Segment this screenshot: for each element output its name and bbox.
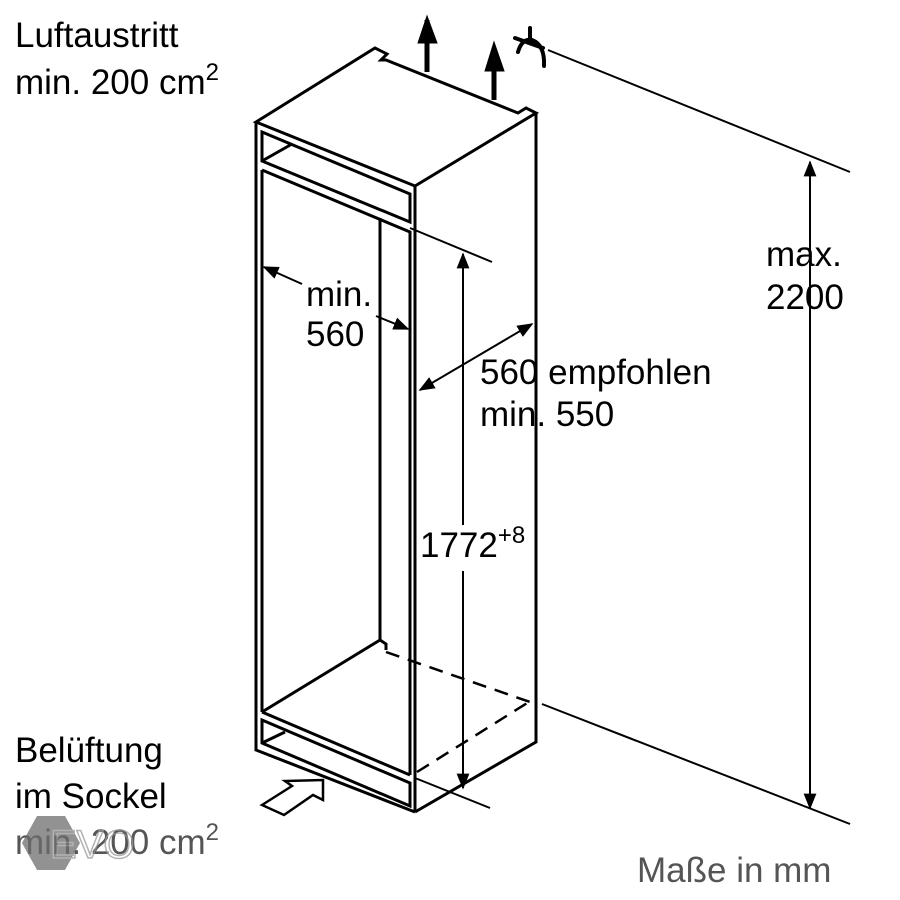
- depth-recommended: 560 empfohlen: [480, 353, 712, 392]
- niche-height-label: 1772+8: [420, 522, 526, 571]
- max-height-value: 2200: [766, 278, 844, 317]
- width-value: 560: [306, 315, 365, 354]
- ventilation-location: im Sockel: [15, 777, 167, 816]
- extension-line: [409, 227, 493, 263]
- air-outlet-area: min. 200 cm: [15, 63, 206, 102]
- dimension-width-left: [262, 266, 303, 285]
- watermark-logo: EVO: [22, 816, 135, 870]
- cabinet-top: [252, 46, 540, 188]
- air-outlet-title: Luftaustritt: [15, 16, 179, 55]
- svg-text:EVO: EVO: [50, 823, 134, 867]
- dimension-depth: [418, 323, 534, 391]
- extension-line: [414, 777, 491, 809]
- fixing-symbol-icon: [513, 26, 547, 68]
- ventilation-unit-exponent: 2: [205, 819, 219, 846]
- ventilation-title: Belüftung: [15, 731, 163, 770]
- niche-height-value: 1772: [420, 526, 498, 565]
- units-note: Maße in mm: [637, 851, 832, 890]
- extension-line: [541, 703, 851, 825]
- depth-min: min. 550: [480, 395, 615, 434]
- max-height-title: max.: [766, 235, 842, 274]
- cabinet-right-side: [413, 113, 538, 814]
- width-title: min.: [306, 275, 373, 314]
- air-outlet-arrows-icon: [417, 14, 505, 100]
- plinth: [260, 717, 412, 809]
- air-outlet-value: min. 200 cm2: [15, 59, 219, 108]
- niche-back-edge: [378, 218, 388, 650]
- niche-floor: [261, 638, 411, 777]
- ventilation-inlet-arrow-icon: [259, 778, 325, 817]
- extension-line: [547, 49, 851, 173]
- dimension-width-right: [375, 315, 410, 330]
- niche-height-tolerance: +8: [497, 522, 526, 549]
- air-outlet-unit-exponent: 2: [205, 59, 219, 86]
